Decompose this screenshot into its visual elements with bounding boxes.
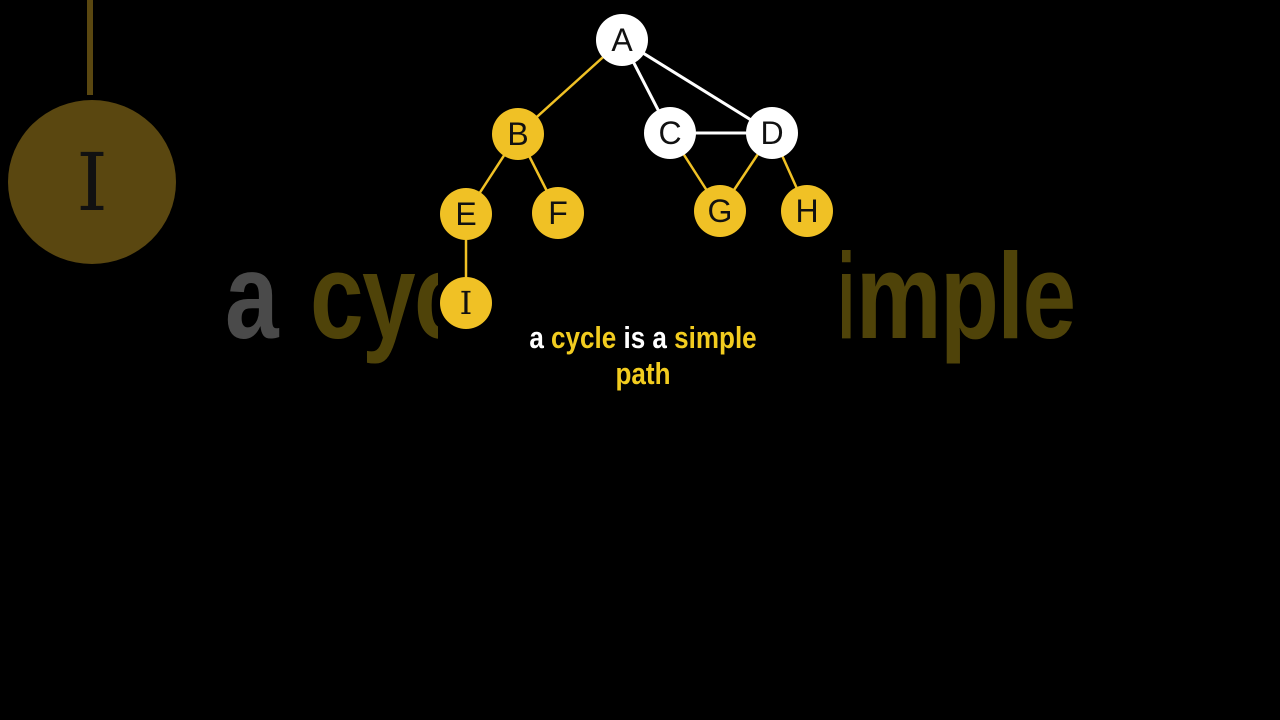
node-circle xyxy=(746,107,798,159)
node-circle xyxy=(596,14,648,66)
node-F: F xyxy=(532,187,584,239)
background-edge-echo xyxy=(87,0,93,95)
caption-line-2: path xyxy=(475,356,811,392)
node-D: D xyxy=(746,107,798,159)
bg-word-text: cycle xyxy=(310,228,438,364)
node-A: A xyxy=(596,14,648,66)
caption-line-1: a cycle is a simple xyxy=(475,320,811,356)
node-label: B xyxy=(507,116,528,152)
caption-word: cycle xyxy=(551,320,617,355)
node-circle xyxy=(532,187,584,239)
bg-word: a xyxy=(225,226,281,366)
node-circle xyxy=(440,277,492,329)
node-label: D xyxy=(760,115,783,151)
node-label: A xyxy=(611,22,633,58)
caption: a cycle is a simple path xyxy=(475,320,811,392)
edge-A-D xyxy=(621,38,773,135)
caption-word: is xyxy=(623,320,646,355)
node-C: C xyxy=(644,107,696,159)
node-circle xyxy=(440,188,492,240)
background-node-label: I xyxy=(76,135,108,229)
node-H: H xyxy=(781,185,833,237)
caption-word: simple xyxy=(674,320,757,355)
node-label: E xyxy=(455,196,476,232)
node-G: G xyxy=(694,185,746,237)
node-label: I xyxy=(460,284,473,322)
background-node-echo: I xyxy=(8,100,176,264)
node-I: I xyxy=(440,277,492,329)
caption-word: path xyxy=(615,356,671,391)
node-circle xyxy=(781,185,833,237)
node-E: E xyxy=(440,188,492,240)
node-label: G xyxy=(708,193,733,229)
bg-word: cycle xyxy=(310,226,438,366)
bg-word-text: simple xyxy=(842,228,1074,364)
caption-word: a xyxy=(652,320,667,355)
node-label: F xyxy=(548,195,568,231)
node-B: B xyxy=(492,108,544,160)
caption-word: a xyxy=(529,320,544,355)
node-label: H xyxy=(795,193,818,229)
node-circle xyxy=(694,185,746,237)
node-circle xyxy=(492,108,544,160)
bg-word-text: a xyxy=(225,228,279,364)
node-circle xyxy=(644,107,696,159)
bg-word: simple xyxy=(842,226,1074,366)
node-label: C xyxy=(658,115,681,151)
